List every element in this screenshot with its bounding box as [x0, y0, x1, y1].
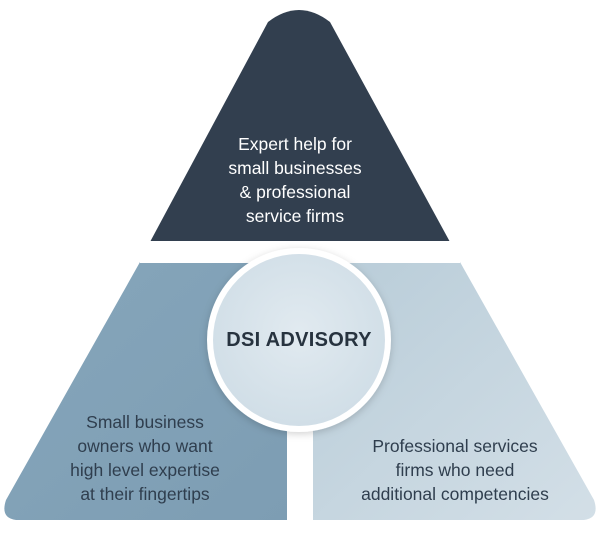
center-circle-fill [213, 254, 385, 426]
left-text-line: at their fingertips [80, 484, 210, 504]
right-text-line: Professional services [372, 436, 538, 456]
left-text-line: owners who want [77, 436, 213, 456]
top-text-line: Expert help for [238, 134, 352, 154]
left-segment-text: Small business owners who want high leve… [30, 410, 260, 506]
center-label: DSI ADVISORY [226, 328, 372, 351]
right-text-line: firms who need [395, 460, 515, 480]
right-text-line: additional competencies [361, 484, 549, 504]
top-text-line: small businesses [228, 158, 362, 178]
top-segment-text: Expert help for small businesses & profe… [190, 132, 400, 228]
left-text-line: high level expertise [70, 460, 220, 480]
left-text-line: Small business [86, 412, 204, 432]
right-segment-text: Professional services firms who need add… [330, 434, 580, 506]
top-text-line: & professional [239, 182, 351, 202]
top-segment [150, 10, 450, 242]
top-text-line: service firms [245, 206, 345, 226]
